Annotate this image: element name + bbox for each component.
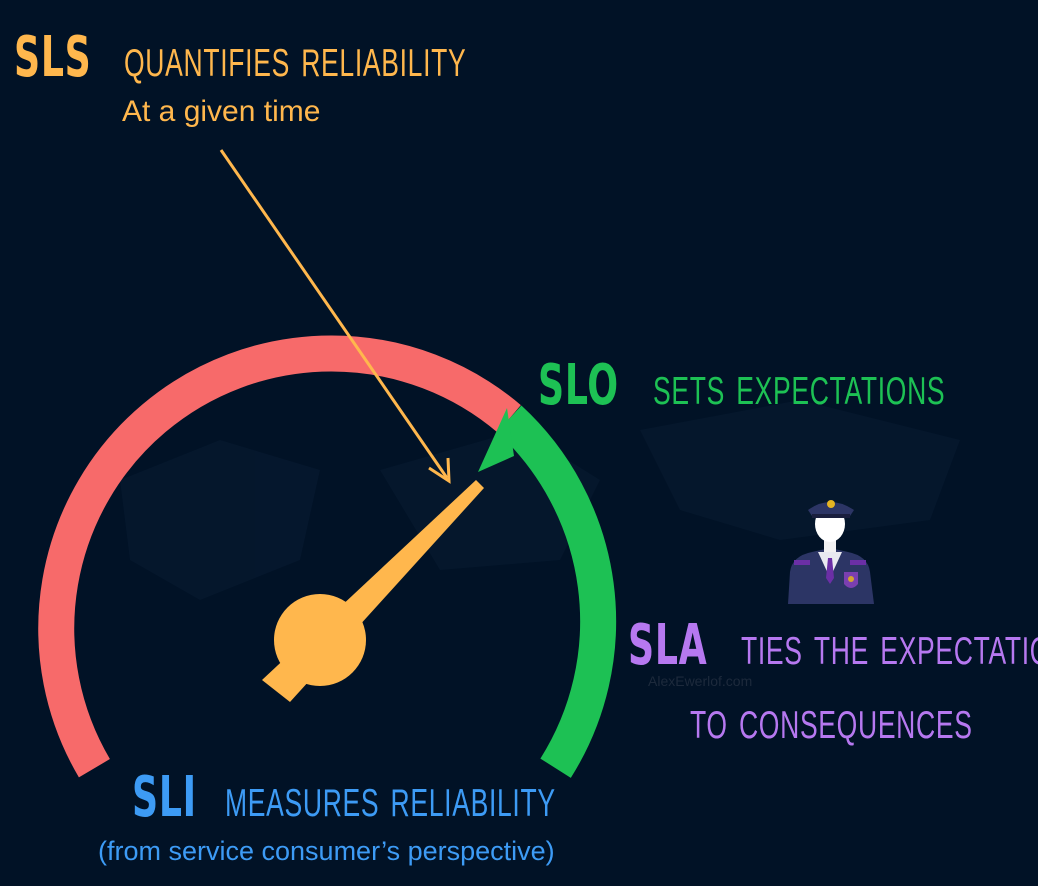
- triangle-marker-icon: [478, 408, 514, 472]
- sla-description-line1: ties the expectation: [740, 613, 1038, 676]
- sla-heading-line2: to consequences: [690, 684, 1038, 754]
- sls-description: quantifies reliability: [124, 25, 467, 88]
- watermark-text: AlexEwerlof.com: [648, 673, 753, 689]
- sla-heading: SLA ties the expectation: [628, 610, 1038, 681]
- sli-subtitle: (from service consumer’s perspective): [98, 836, 555, 866]
- gauge-red-arc: [38, 335, 521, 778]
- sli-heading: SLI measures reliability: [132, 762, 711, 833]
- sli-description: measures reliability: [224, 765, 556, 828]
- sla-description-line2: to consequences: [690, 687, 973, 750]
- gauge-needle: [262, 480, 484, 702]
- sls-arrow: [219, 149, 451, 484]
- slo-heading: SLO Sets expectations: [538, 350, 1038, 421]
- sli-abbr: SLI: [132, 765, 197, 830]
- slo-abbr: SLO: [538, 353, 619, 418]
- sls-heading: SLS quantifies reliability: [14, 22, 628, 93]
- sls-abbr: SLS: [14, 25, 92, 90]
- sla-abbr: SLA: [628, 613, 708, 678]
- sls-subtitle: At a given time: [122, 95, 321, 128]
- gauge-green-arc: [496, 405, 617, 778]
- slo-description: Sets expectations: [652, 353, 946, 416]
- police-officer-icon: [788, 500, 874, 604]
